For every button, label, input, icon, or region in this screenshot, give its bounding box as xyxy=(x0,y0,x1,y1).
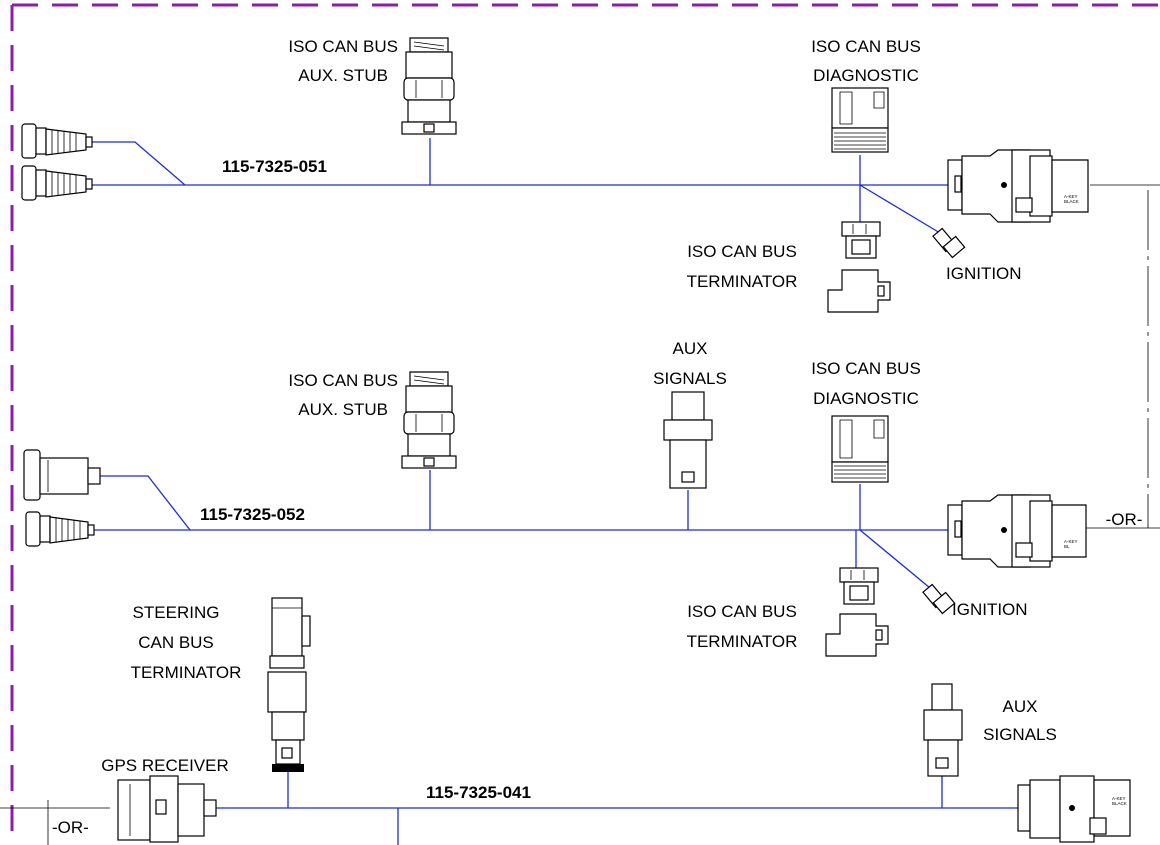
left-plug xyxy=(25,511,95,547)
can-aux-stub-connector xyxy=(401,371,457,469)
aux-signals-connector xyxy=(663,391,713,489)
stub-label-line-2: AUX. STUB xyxy=(298,400,388,419)
key-text: BL xyxy=(1064,544,1070,549)
key-text: A-KEY xyxy=(1064,539,1078,544)
diagnostic-label-line-1: ISO CAN BUS xyxy=(811,37,921,56)
diagnostic-label-line-2: DIAGNOSTIC xyxy=(813,389,919,408)
diagnostic-label-line-2: DIAGNOSTIC xyxy=(813,66,919,85)
aux-signals-connector xyxy=(923,683,963,777)
can-aux-stub-connector xyxy=(401,37,457,135)
harness-2-part-number: 115-7325-052 xyxy=(200,505,305,524)
key-text: BLACK xyxy=(1064,199,1079,204)
ignition-drop xyxy=(859,184,941,234)
ignition-drop xyxy=(859,529,931,589)
can-terminator-connector xyxy=(825,567,889,657)
harness-3-part-number: 115-7325-041 xyxy=(426,783,531,802)
left-plug-upper xyxy=(21,123,93,159)
harness-boundary xyxy=(10,3,1160,845)
steering-label-line-2: CAN BUS xyxy=(138,633,214,652)
left-rect-connector xyxy=(23,449,101,501)
harness-2: A-KEY BL ISO CAN BUS AUX. STUB AUX SIGNA… xyxy=(23,339,1143,657)
can-terminator-connector xyxy=(827,221,891,313)
steering-terminator-connector xyxy=(267,597,311,772)
harness-1-branch xyxy=(92,141,186,186)
key-text: A-KEY xyxy=(1064,194,1078,199)
right-reference-line xyxy=(1085,184,1160,529)
key-text: A-KEY xyxy=(1112,796,1126,801)
aux-label-line-2: SIGNALS xyxy=(653,369,727,388)
key-text: BLACK xyxy=(1112,801,1127,806)
aux-label-line-2: SIGNALS xyxy=(983,725,1057,744)
steering-label-line-3: TERMINATOR xyxy=(131,663,242,682)
stub-label-line-1: ISO CAN BUS xyxy=(288,371,398,390)
terminator-label-line-2: TERMINATOR xyxy=(687,272,798,291)
tractor-connector-1: A-KEY BLACK xyxy=(947,149,1089,223)
aux-label-line-1: AUX xyxy=(1003,697,1038,716)
stub-label-line-1: ISO CAN BUS xyxy=(288,37,398,56)
left-plug-lower xyxy=(21,165,93,201)
gps-receiver-connector xyxy=(117,775,217,843)
stub-label-line-2: AUX. STUB xyxy=(298,66,388,85)
terminator-label-line-1: ISO CAN BUS xyxy=(687,602,797,621)
terminator-label-line-2: TERMINATOR xyxy=(687,632,798,651)
ignition-tab xyxy=(932,227,966,259)
tractor-connector-2: A-KEY BL xyxy=(947,494,1087,568)
harness-1-part-number: 115-7325-051 xyxy=(222,157,327,176)
harness-1: A-KEY BLACK ISO CAN BUS AUX. STUB ISO CA… xyxy=(21,37,1089,313)
or-label: -OR- xyxy=(52,818,89,837)
aux-label-line-1: AUX xyxy=(673,339,708,358)
ignition-label: IGNITION xyxy=(946,264,1022,283)
ignition-tab xyxy=(922,583,956,615)
tractor-connector-3: A-KEY BLACK xyxy=(1017,775,1131,843)
can-diagnostic-connector xyxy=(831,87,889,153)
ignition-label: IGNITION xyxy=(952,600,1028,619)
harness-2-branch xyxy=(100,475,191,531)
gps-label: GPS RECEIVER xyxy=(101,756,229,775)
can-diagnostic-connector xyxy=(831,415,889,483)
harness-3: A-KEY BLACK STEERING CAN BUS TERMINATOR … xyxy=(0,597,1131,845)
or-label: -OR- xyxy=(1106,510,1143,529)
steering-label-line-1: STEERING xyxy=(133,603,220,622)
diagnostic-label-line-1: ISO CAN BUS xyxy=(811,359,921,378)
terminator-label-line-1: ISO CAN BUS xyxy=(687,242,797,261)
